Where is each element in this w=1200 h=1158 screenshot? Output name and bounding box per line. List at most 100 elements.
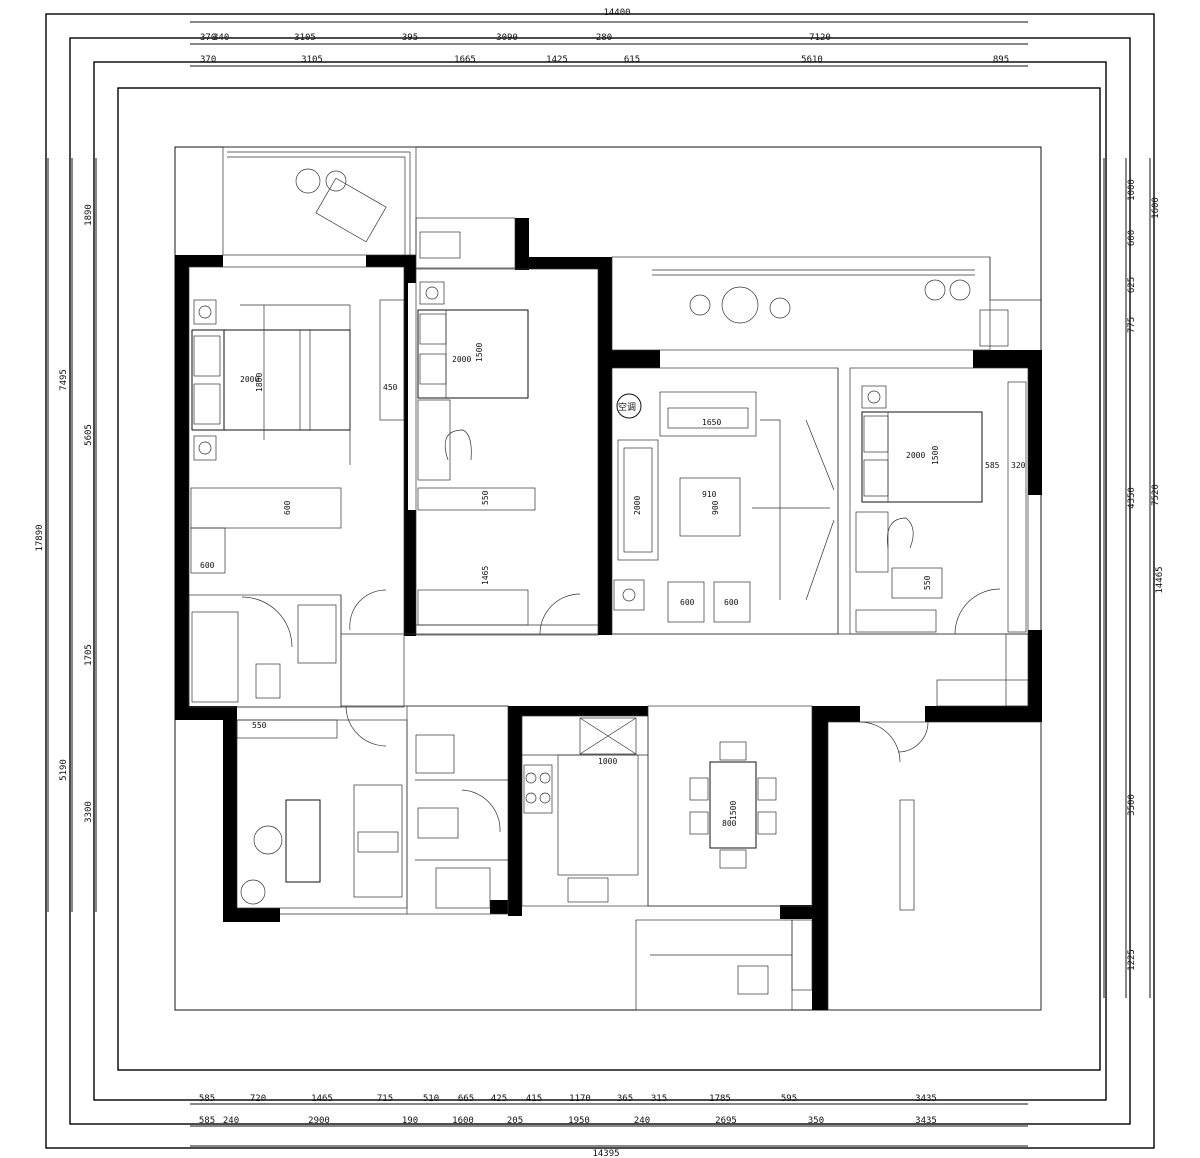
svg-text:625: 625 [1127,277,1137,293]
svg-text:425: 425 [491,1094,507,1104]
svg-text:4350: 4350 [1127,487,1137,509]
svg-text:585: 585 [985,461,1000,470]
bathroom-fixtures [191,604,769,995]
svg-text:550: 550 [252,721,267,730]
dimension-frame-middle [69,37,1131,1125]
doors [241,588,1001,833]
svg-text:5605: 5605 [84,424,94,446]
svg-text:5610: 5610 [801,55,823,65]
dim-left-inner: 1890 5605 1705 3300 [84,204,94,823]
svg-text:415: 415 [526,1094,542,1104]
svg-text:5190: 5190 [59,759,69,781]
svg-text:600: 600 [200,561,215,570]
bed-third: 2000 1500 585 320 550 [855,381,1027,633]
svg-text:2000: 2000 [633,496,642,515]
svg-text:7520: 7520 [1151,484,1161,506]
kitchen-fixtures: 1000 [523,717,637,903]
interior-lines [188,146,1042,1011]
svg-text:1465: 1465 [481,566,490,585]
svg-text:365: 365 [617,1094,633,1104]
svg-text:3435: 3435 [915,1116,937,1126]
svg-text:3105: 3105 [294,33,316,43]
svg-text:2000: 2000 [906,451,925,460]
bed-second: 2000 1500 550 1465 [417,281,529,585]
svg-text:395: 395 [402,33,418,43]
svg-text:600: 600 [283,500,292,515]
svg-text:1225: 1225 [1127,949,1137,971]
svg-text:585: 585 [199,1094,215,1104]
lower-left-room-furniture: 550 [240,721,403,905]
svg-text:320: 320 [1011,461,1026,470]
svg-text:900: 900 [711,500,720,515]
svg-text:775: 775 [1127,317,1137,333]
dim-top-total: 14400 [603,8,630,18]
svg-text:1650: 1650 [702,418,721,427]
svg-text:240: 240 [223,1116,239,1126]
svg-text:910: 910 [702,490,717,499]
svg-text:7120: 7120 [809,33,831,43]
svg-text:2000: 2000 [452,355,471,364]
dim-left-outer: 7495 5190 [59,369,69,781]
svg-text:510: 510 [423,1094,439,1104]
svg-text:190: 190 [402,1116,418,1126]
ac-icon [616,393,642,419]
dim-top-row1: 370 340 3105 395 3090 280 7120 [200,33,831,43]
dim-right-total: 14465 [1155,566,1165,593]
svg-text:370: 370 [200,33,216,43]
svg-text:370: 370 [200,55,216,65]
svg-text:1785: 1785 [709,1094,731,1104]
bed-master-length: 2000 [240,375,259,384]
svg-text:7495: 7495 [59,369,69,391]
svg-text:1950: 1950 [568,1116,590,1126]
svg-text:1425: 1425 [546,55,568,65]
svg-text:665: 665 [458,1094,474,1104]
svg-text:340: 340 [213,33,229,43]
walls [175,218,1042,1010]
dim-right-outer: 1600 7520 [1151,197,1161,506]
svg-text:1000: 1000 [1127,179,1137,201]
svg-text:350: 350 [808,1116,824,1126]
svg-text:3090: 3090 [496,33,518,43]
svg-text:240: 240 [634,1116,650,1126]
living-sofa: 1650 2000 910 900 600 600 空调 [613,391,835,623]
svg-text:1000: 1000 [598,757,617,766]
dim-right-inner: 1000 600 625 775 4350 3500 1225 [1127,179,1137,971]
dim-bottom-row1: 585 720 1465 715 510 665 425 415 1170 36… [199,1094,937,1104]
svg-text:3300: 3300 [84,801,94,823]
dim-top-row2: 370 3105 1665 1425 615 5610 895 [200,55,1009,65]
dim-bottom-total: 14395 [592,1149,619,1158]
svg-text:2900: 2900 [308,1116,330,1126]
wardrobe-master: 450 600 600 [200,299,405,570]
svg-text:1465: 1465 [311,1094,333,1104]
svg-text:1500: 1500 [931,446,940,465]
svg-text:1600: 1600 [1151,197,1161,219]
svg-text:600: 600 [1127,230,1137,246]
svg-text:3435: 3435 [915,1094,937,1104]
svg-text:280: 280 [596,33,612,43]
dim-left-total: 17890 [35,524,45,551]
bed-master-width: 1800 [255,373,264,392]
svg-text:615: 615 [624,55,640,65]
svg-text:1170: 1170 [569,1094,591,1104]
svg-text:715: 715 [377,1094,393,1104]
svg-text:1705: 1705 [84,644,94,666]
border-frame [117,87,1101,1071]
svg-text:315: 315 [651,1094,667,1104]
dim-bottom-row2: 585 240 2900 190 1600 205 1950 240 2695 … [199,1116,937,1126]
svg-text:720: 720 [250,1094,266,1104]
balcony-furniture [295,168,1009,347]
bed-master: 2000 1800 [191,299,351,465]
svg-text:800: 800 [722,819,737,828]
svg-text:585: 585 [199,1116,215,1126]
dimension-frame-inner [93,61,1107,1101]
svg-text:895: 895 [993,55,1009,65]
svg-text:205: 205 [507,1116,523,1126]
svg-text:600: 600 [724,598,739,607]
dining-table: 1500 800 [689,741,777,869]
svg-text:1665: 1665 [454,55,476,65]
svg-text:2695: 2695 [715,1116,737,1126]
dimension-frame-outer [45,13,1155,1149]
svg-text:3500: 3500 [1127,794,1137,816]
